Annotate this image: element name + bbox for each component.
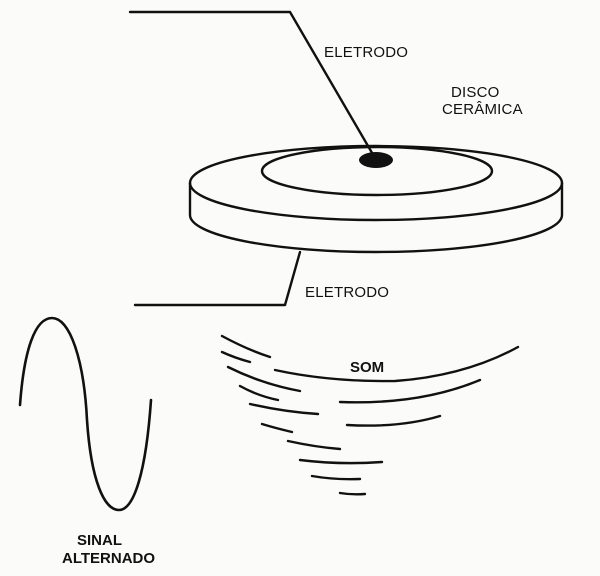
sound-wave-arc [238, 384, 280, 402]
sound-wave-arc [286, 439, 342, 451]
sound-wave-arc [310, 474, 362, 481]
sound-wave-arc [298, 458, 384, 465]
solder-point [359, 152, 393, 168]
label-bottom-electrode: ELETRODO [305, 284, 389, 301]
top-electrode-plate [260, 145, 494, 197]
ceramic-disc-edge [188, 181, 564, 254]
sound-wave-arc [345, 414, 442, 427]
sound-wave-arc [226, 365, 302, 393]
sound-wave-arc [220, 350, 252, 364]
sound-wave-arc [338, 378, 482, 404]
sound-waves [220, 334, 520, 496]
top-electrode-wire [128, 10, 377, 160]
sound-wave-arc [220, 334, 272, 359]
label-disc-line2: CERÂMICA [442, 101, 523, 118]
label-sound: SOM [350, 359, 384, 376]
label-top-electrode: ELETRODO [324, 44, 408, 61]
sound-wave-arc [248, 402, 320, 416]
bottom-electrode-wire [133, 250, 302, 307]
label-signal-line1: SINAL [77, 532, 122, 549]
label-disc-line1: DISCO [451, 84, 500, 101]
label-signal-line2: ALTERNADO [62, 550, 155, 567]
sound-wave-arc [260, 422, 294, 434]
sound-wave-arc [273, 345, 520, 383]
alternating-signal-wave [18, 316, 153, 512]
sound-wave-arc [338, 491, 367, 496]
